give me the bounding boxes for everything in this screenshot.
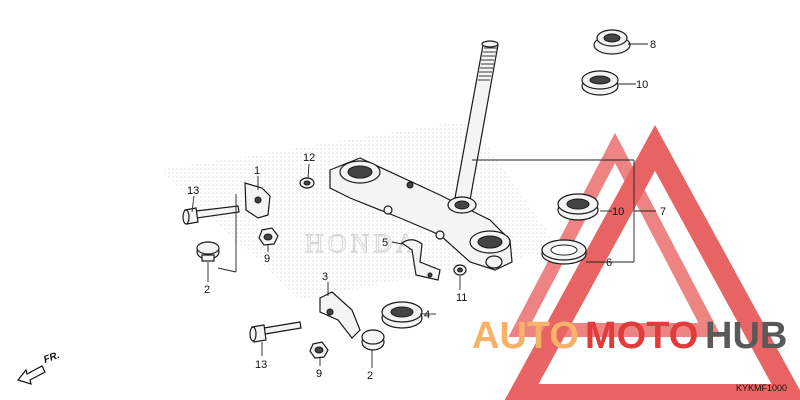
watermark-triangle — [504, 125, 800, 400]
brand-wing-watermark: HONDA — [160, 120, 560, 300]
bracket-part-3 — [319, 291, 361, 339]
callout-8: 8 — [650, 39, 656, 51]
callout-2-upper: 2 — [204, 284, 210, 296]
callout-12: 12 — [303, 152, 315, 164]
leader-lines — [191, 43, 656, 368]
callout-11: 11 — [456, 292, 467, 304]
stem-thread — [478, 47, 497, 81]
callout-13-upper: 13 — [187, 185, 199, 197]
nut-9-upper — [258, 227, 279, 246]
arrow-left-icon — [16, 365, 46, 385]
callout-9-upper: 9 — [264, 253, 270, 265]
watermark-part-hub: HUB — [705, 315, 787, 357]
dust-seal-4 — [381, 301, 423, 329]
bracket-part-1 — [244, 182, 271, 219]
callout-6: 6 — [606, 257, 612, 269]
callout-3: 3 — [322, 271, 328, 283]
clamp-5 — [400, 239, 441, 281]
callout-9-lower: 9 — [316, 368, 322, 380]
watermark-part-auto: AUTO — [472, 315, 579, 357]
callout-5: 5 — [382, 237, 388, 249]
washer-11 — [453, 264, 467, 276]
callout-1: 1 — [254, 165, 260, 177]
watermark-part-moto: MOTO — [585, 315, 698, 357]
bearing-race-6 — [541, 239, 587, 265]
front-direction-indicator: FR. — [16, 350, 61, 385]
callout-2-lower: 2 — [367, 370, 373, 382]
direction-label: FR. — [42, 350, 61, 366]
bottom-bridge — [329, 157, 513, 271]
cone-race-8 — [593, 29, 631, 55]
callout-10-middle: 10 — [612, 206, 624, 218]
nut-9-lower — [309, 341, 329, 359]
bolt-13-lower — [249, 321, 302, 343]
callout-7: 7 — [660, 206, 666, 218]
washer-12 — [299, 177, 315, 189]
callout-10-top: 10 — [636, 79, 648, 91]
watermark-logo: AUTO MOTO HUB — [472, 315, 787, 357]
bearing-race-10-middle — [557, 193, 599, 221]
callout-13-lower: 13 — [255, 359, 267, 371]
diagram-code: KYKMF1000 — [736, 383, 787, 393]
grommet-2-upper — [196, 241, 220, 262]
grommet-2-lower — [361, 329, 385, 351]
callout-4: 4 — [424, 309, 430, 321]
brand-mark-text: HONDA — [305, 229, 419, 258]
bearing-race-10-top — [581, 70, 619, 96]
